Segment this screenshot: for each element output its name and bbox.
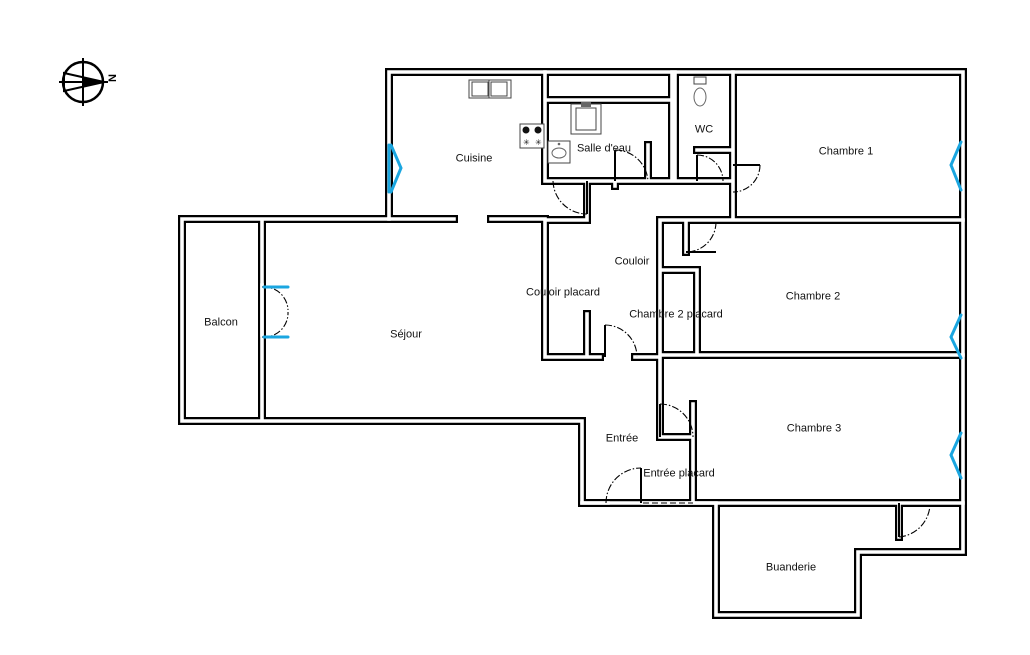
- svg-text:✳: ✳: [535, 138, 542, 147]
- room-label-wc: WC: [694, 123, 714, 136]
- shower-icon: [570, 102, 602, 135]
- window-chambre3: [949, 431, 963, 480]
- stove-icon: ✳ ✳: [519, 123, 545, 149]
- fixtures: ✳ ✳: [468, 76, 707, 164]
- windows: [262, 140, 963, 480]
- door-chambre1: [732, 164, 761, 193]
- washbasin-icon: [547, 140, 571, 164]
- door-wc: [696, 154, 724, 182]
- room-label-salle-deau: Salle d'eau: [576, 142, 632, 155]
- room-label-chambre3: Chambre 3: [786, 422, 842, 435]
- window-chambre2: [949, 313, 963, 360]
- window-chambre1: [949, 140, 963, 192]
- door-couloir-placard-top: [552, 180, 588, 215]
- toilet-icon: [693, 76, 707, 107]
- room-label-balcon: Balcon: [204, 316, 238, 329]
- compass-icon: N: [59, 58, 119, 106]
- outer-wall-core: [180, 70, 965, 617]
- walls: [178, 68, 967, 619]
- door-couloir-placard: [604, 324, 638, 358]
- door-chambre2: [685, 221, 717, 253]
- room-label-sejour: Séjour: [390, 328, 422, 341]
- door-salle-deau: [614, 149, 649, 182]
- door-chambre3: [659, 403, 694, 438]
- doors: [261, 149, 931, 538]
- room-label-buanderie: Buanderie: [765, 561, 817, 574]
- room-label-couloir: Couloir: [614, 255, 650, 268]
- room-label-couloir-placard: Couloir placard: [526, 286, 600, 299]
- door-buanderie: [898, 503, 931, 538]
- room-label-chambre1: Chambre 1: [818, 145, 874, 158]
- window-cuisine: [387, 143, 403, 194]
- compass-north-letter: N: [107, 74, 119, 82]
- room-label-entree: Entrée: [605, 432, 639, 445]
- room-label-cuisine: Cuisine: [455, 152, 493, 165]
- window-sejour-balcon: [262, 285, 290, 339]
- kitchen-sink-icon: [468, 79, 512, 99]
- room-label-chambre2-placard: Chambre 2 placard: [629, 308, 723, 321]
- room-label-entree-placard: Entrée placard: [643, 467, 715, 480]
- door-entree: [605, 467, 642, 504]
- room-label-chambre2: Chambre 2: [785, 290, 841, 303]
- svg-text:✳: ✳: [523, 138, 530, 147]
